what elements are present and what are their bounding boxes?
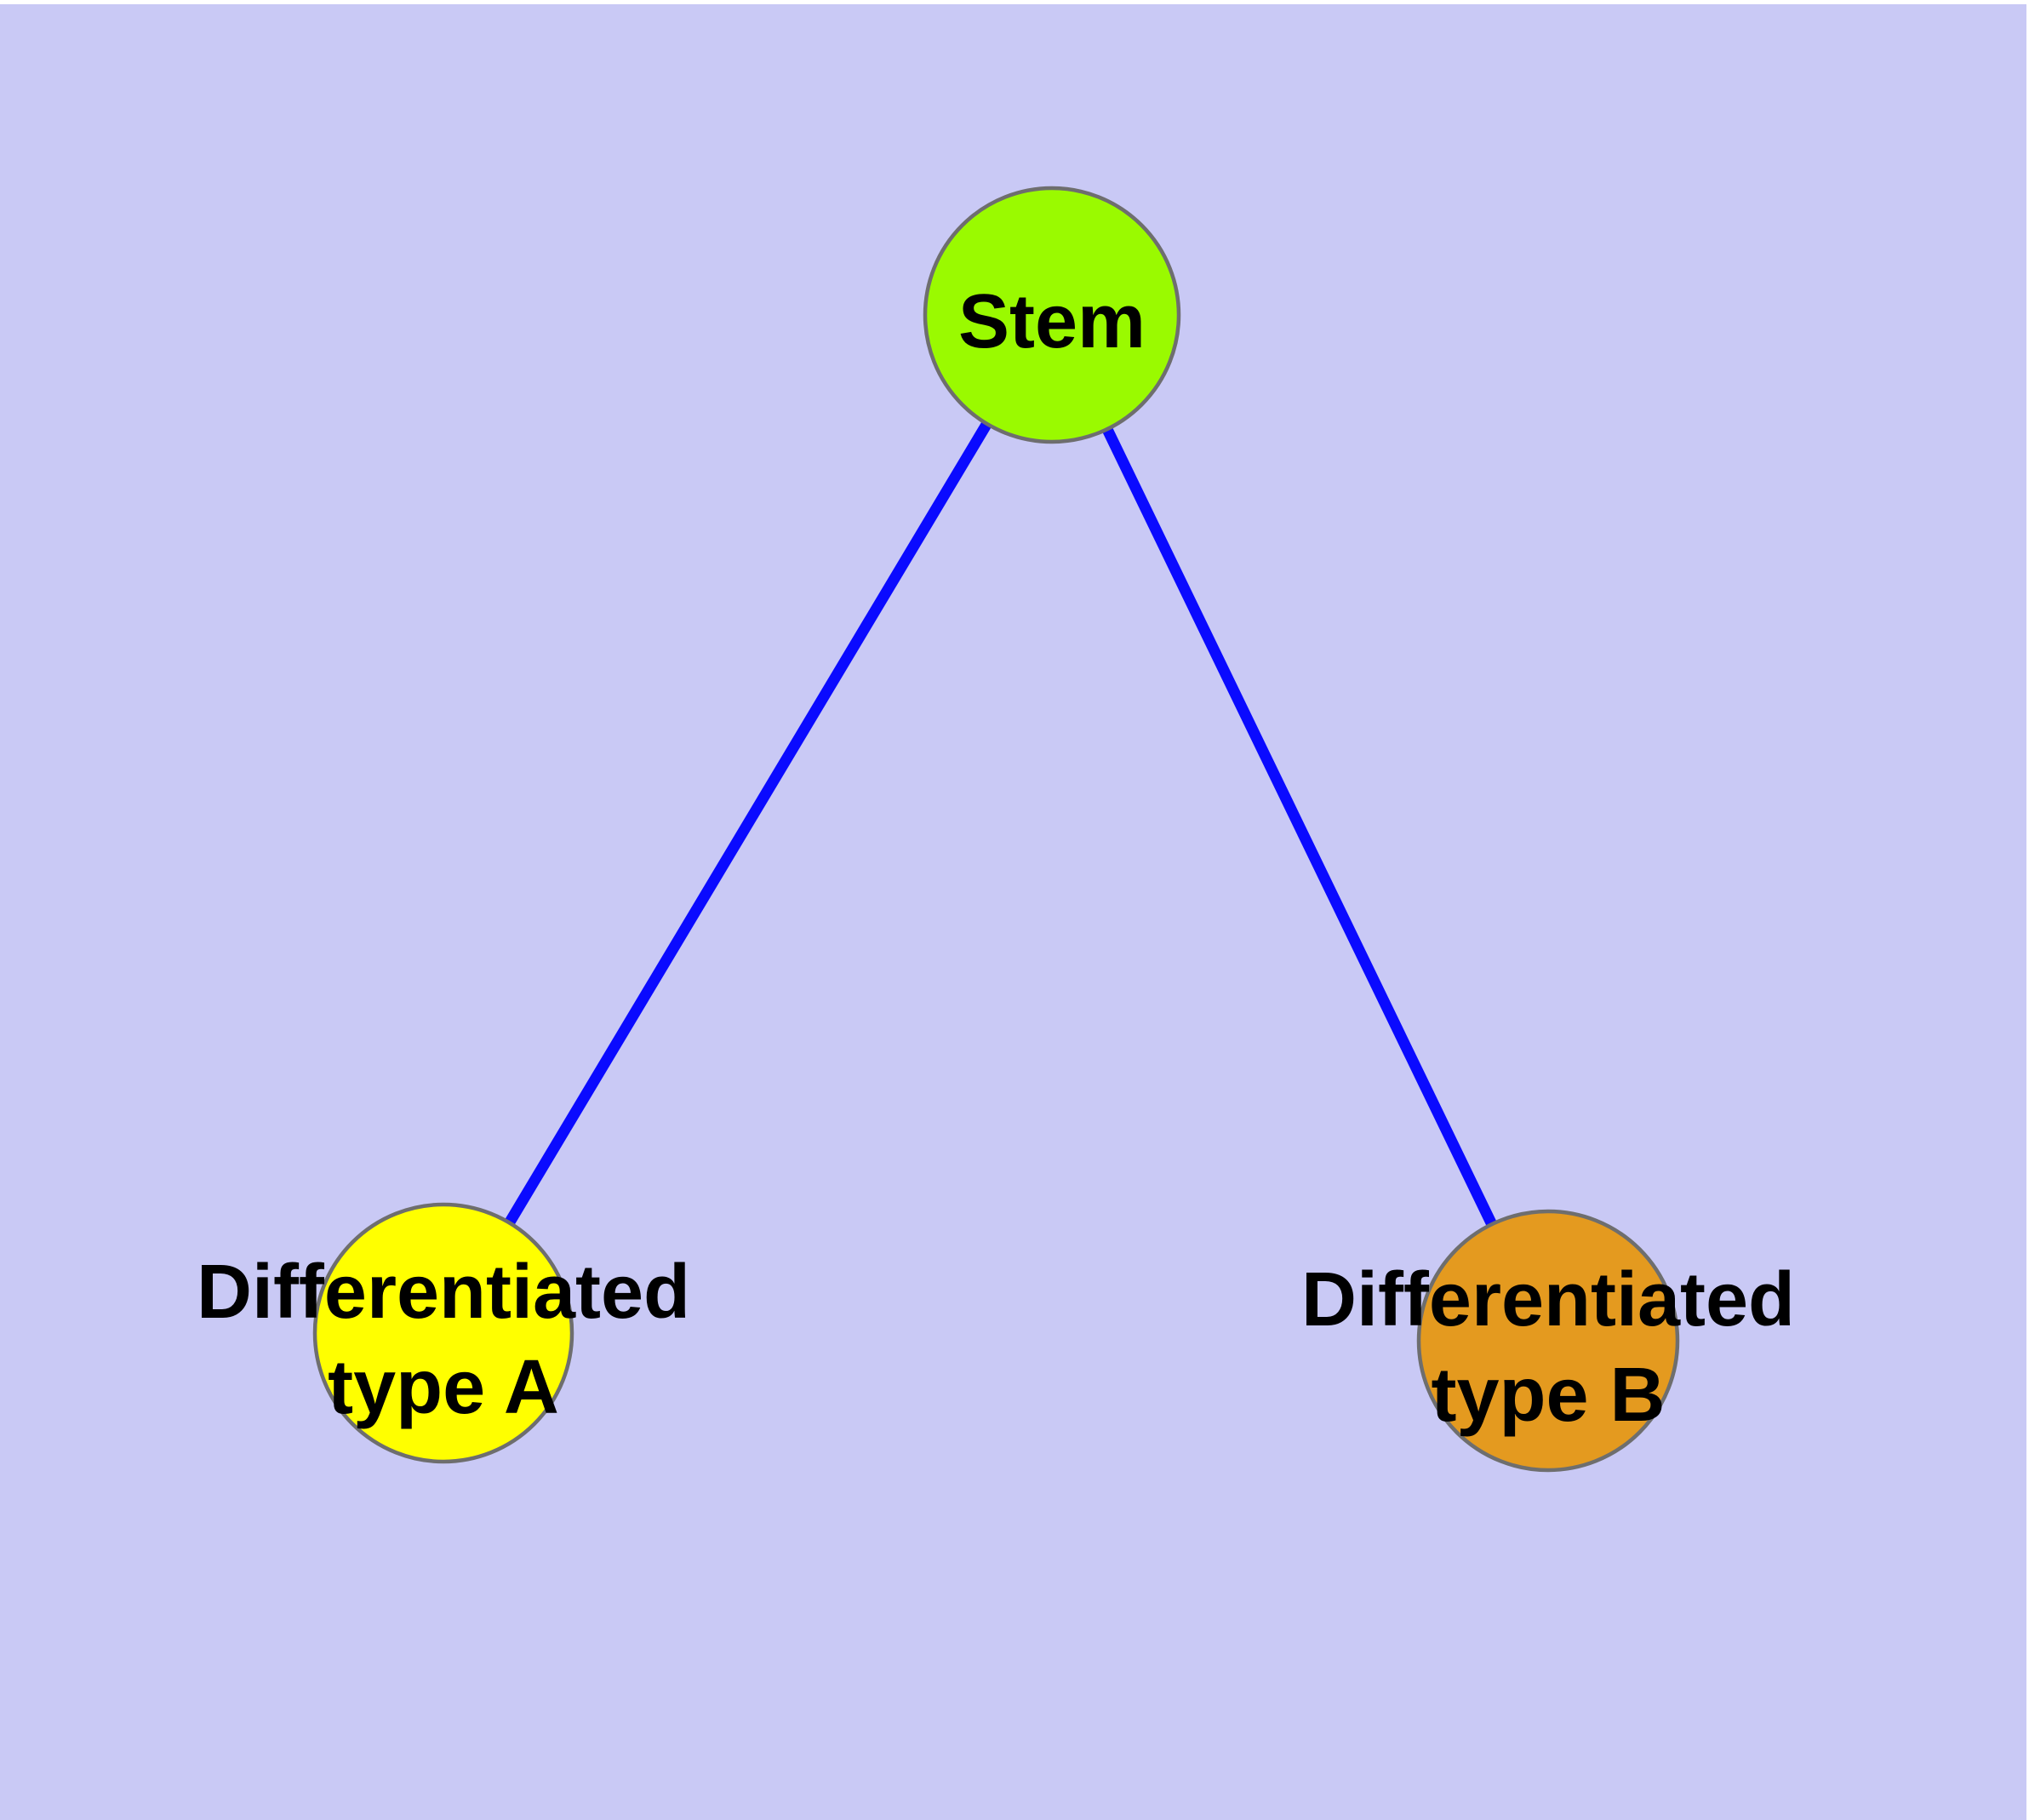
- node-differentiated-type-a-circle: [312, 1202, 574, 1464]
- node-stem-label-line-1: Stem: [958, 279, 1146, 364]
- edge-stem-differentiated-type-a: [438, 312, 1057, 1336]
- edge-stem-differentiated-type-b: [1047, 312, 1553, 1343]
- node-differentiated-type-b-label-line-2: type B: [1431, 1353, 1665, 1438]
- node-differentiated-type-a-label-line-1: Differentiated: [197, 1250, 690, 1335]
- node-differentiated-type-b-label-line-1: Differentiated: [1301, 1257, 1795, 1342]
- node-differentiated-type-a-label: Differentiated type A: [197, 1250, 690, 1430]
- node-differentiated-type-b-circle: [1416, 1209, 1680, 1473]
- node-stem-label: Stem: [958, 279, 1146, 364]
- node-stem-circle: [923, 186, 1181, 444]
- node-differentiated-type-a-label-line-2: type A: [328, 1345, 559, 1430]
- node-differentiated-type-b-label: Differentiated type B: [1301, 1257, 1795, 1438]
